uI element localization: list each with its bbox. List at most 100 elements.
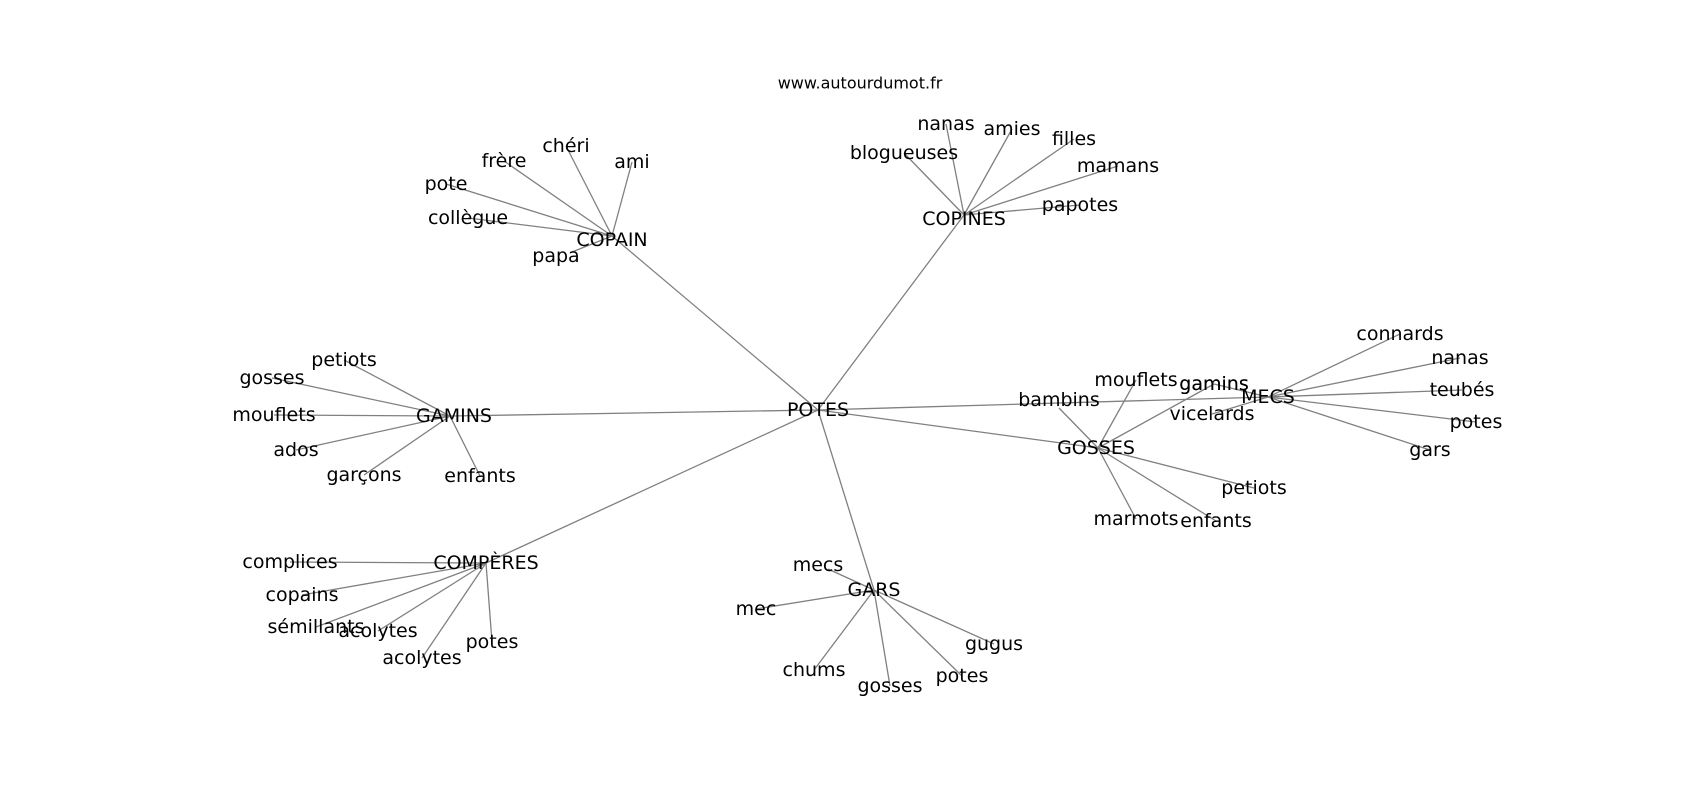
gosses-leaf-edge bbox=[1058, 407, 1099, 449]
copines-leaf-edge bbox=[963, 165, 1119, 216]
copain-leaf-node: chéri bbox=[542, 135, 589, 157]
compères-leaf-edge bbox=[377, 562, 487, 632]
gosses-leaf-node: mouflets bbox=[1094, 369, 1177, 391]
copines-leaf-edge bbox=[945, 123, 965, 216]
compères-leaf-node: copains bbox=[266, 584, 339, 606]
gamins-leaf-node: enfants bbox=[444, 465, 515, 487]
gosses-leaf-node: enfants bbox=[1180, 510, 1251, 532]
compères-leaf-node: complices bbox=[242, 551, 337, 573]
gars-leaf-edge bbox=[873, 589, 963, 677]
gamins-leaf-edge bbox=[343, 359, 451, 417]
copain-leaf-node: pote bbox=[425, 173, 468, 195]
copain-leaf-node: papa bbox=[532, 245, 579, 267]
hub-node-gamins: GAMINS bbox=[416, 405, 492, 427]
compères-leaf-edge bbox=[485, 562, 493, 643]
root-node-label: POTES bbox=[787, 399, 849, 421]
graph-labels: www.autourdumot.fr POTES COPAINamichérif… bbox=[232, 74, 1502, 698]
gars-leaf-edge bbox=[755, 589, 875, 610]
hub-node-gars: GARS bbox=[848, 579, 901, 601]
mecs-leaf-node: connards bbox=[1356, 323, 1443, 345]
copines-leaf-edge bbox=[963, 138, 1075, 216]
root-to-copain-edge bbox=[611, 235, 819, 411]
copines-leaf-node: filles bbox=[1052, 128, 1096, 150]
mecs-leaf-edge bbox=[1267, 396, 1431, 451]
gosses-leaf-edge bbox=[1097, 447, 1255, 489]
mecs-leaf-edge bbox=[1267, 396, 1477, 423]
copain-leaf-edge bbox=[611, 161, 633, 237]
copain-leaf-edge bbox=[571, 235, 613, 253]
copain-leaf-node: ami bbox=[614, 151, 649, 173]
compères-leaf-edge bbox=[301, 562, 487, 596]
mecs-leaf-edge bbox=[1213, 383, 1269, 398]
compères-leaf-edge bbox=[421, 562, 487, 659]
gars-leaf-edge bbox=[873, 589, 891, 687]
gamins-leaf-edge bbox=[449, 415, 481, 477]
copain-leaf-edge bbox=[445, 183, 613, 237]
gamins-leaf-edge bbox=[271, 377, 451, 417]
copines-leaf-node: amies bbox=[983, 118, 1040, 140]
hub-node-compères: COMPÈRES bbox=[433, 551, 538, 574]
compères-leaf-node: sémillants bbox=[268, 616, 365, 638]
gars-leaf-node: mecs bbox=[793, 554, 844, 576]
mecs-leaf-node: vicelards bbox=[1169, 403, 1254, 425]
source-url: www.autourdumot.fr bbox=[778, 74, 943, 93]
hub-node-mecs: MECS bbox=[1241, 386, 1295, 408]
hub-node-copines: COPINES bbox=[922, 208, 1006, 230]
gars-leaf-node: potes bbox=[936, 665, 989, 687]
copain-leaf-edge bbox=[503, 160, 613, 237]
mecs-leaf-edge bbox=[1267, 333, 1401, 398]
copines-leaf-edge bbox=[963, 204, 1081, 216]
mecs-leaf-edge bbox=[1267, 357, 1461, 398]
copines-leaf-node: blogueuses bbox=[850, 142, 958, 164]
copain-leaf-node: collègue bbox=[428, 207, 508, 229]
copines-leaf-edge bbox=[963, 128, 1013, 216]
compères-leaf-edge bbox=[315, 562, 487, 628]
gosses-leaf-node: petiots bbox=[1221, 477, 1286, 499]
gamins-leaf-node: garçons bbox=[326, 464, 401, 486]
gars-leaf-node: mec bbox=[736, 598, 777, 620]
gosses-leaf-node: bambins bbox=[1018, 389, 1100, 411]
mecs-leaf-edge bbox=[1211, 396, 1269, 415]
copines-leaf-node: nanas bbox=[917, 113, 974, 135]
hub-node-gosses: GOSSES bbox=[1057, 437, 1135, 459]
mecs-leaf-node: potes bbox=[1450, 411, 1503, 433]
gamins-leaf-node: gosses bbox=[239, 367, 304, 389]
mecs-leaf-node: gars bbox=[1409, 439, 1450, 461]
gosses-leaf-edge bbox=[1097, 383, 1215, 449]
gamins-leaf-edge bbox=[273, 414, 451, 417]
mecs-leaf-node: nanas bbox=[1431, 347, 1488, 369]
gars-leaf-node: gosses bbox=[857, 675, 922, 697]
gosses-leaf-edge bbox=[1097, 447, 1217, 522]
root-to-mecs-edge bbox=[817, 396, 1269, 411]
gamins-leaf-edge bbox=[295, 415, 451, 451]
gosses-leaf-node: gamins bbox=[1179, 373, 1248, 395]
gars-leaf-edge bbox=[827, 568, 875, 591]
graph-edges bbox=[271, 123, 1477, 687]
gars-leaf-node: gugus bbox=[965, 633, 1023, 655]
copain-leaf-edge bbox=[565, 145, 613, 237]
compères-leaf-node: acolytes bbox=[382, 647, 461, 669]
copines-leaf-node: papotes bbox=[1042, 194, 1118, 216]
gars-leaf-edge bbox=[813, 589, 875, 671]
root-to-gamins-edge bbox=[449, 409, 819, 417]
root-to-copines-edge bbox=[817, 214, 965, 411]
compères-leaf-edge bbox=[289, 561, 487, 564]
gamins-leaf-node: mouflets bbox=[232, 404, 315, 426]
mecs-leaf-edge bbox=[1267, 389, 1463, 398]
gamins-leaf-edge bbox=[363, 415, 451, 476]
gosses-leaf-node: marmots bbox=[1093, 508, 1178, 530]
mecs-leaf-node: gamins bbox=[1179, 373, 1248, 395]
hub-node-copain: COPAIN bbox=[576, 229, 647, 251]
gosses-leaf-edge bbox=[1097, 379, 1137, 449]
gars-leaf-edge bbox=[873, 589, 995, 645]
mecs-leaf-node: teubés bbox=[1430, 379, 1495, 401]
root-to-gars-edge bbox=[817, 409, 875, 591]
copines-leaf-edge bbox=[903, 152, 965, 216]
root-to-gosses-edge bbox=[817, 409, 1099, 449]
gamins-leaf-node: ados bbox=[273, 439, 318, 461]
compères-leaf-node: acolytes bbox=[338, 620, 417, 642]
copain-leaf-node: frère bbox=[482, 150, 527, 172]
gars-leaf-node: chums bbox=[783, 659, 846, 681]
gosses-leaf-edge bbox=[1097, 447, 1137, 520]
